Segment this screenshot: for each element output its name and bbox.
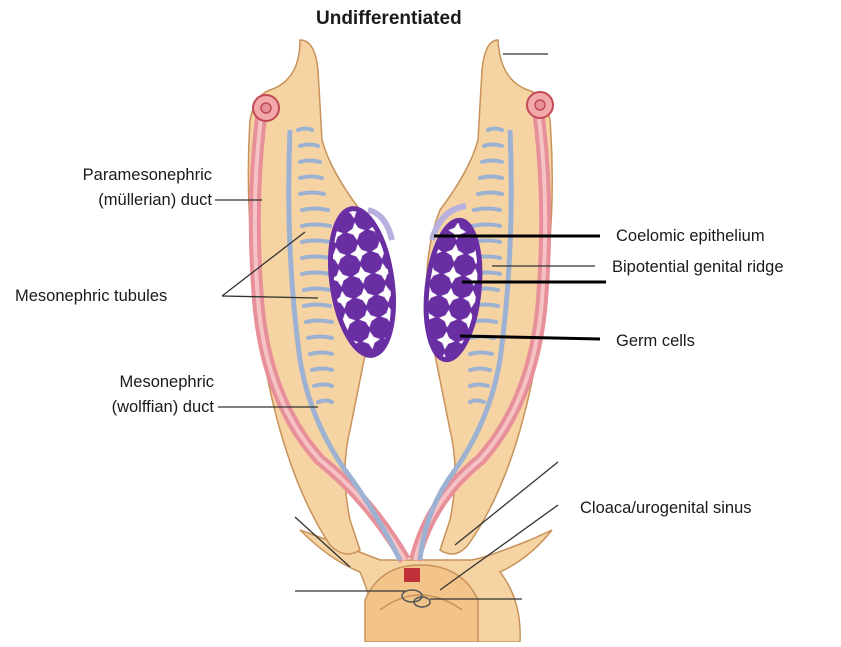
- label-cloaca: Cloaca/urogenital sinus: [580, 498, 752, 518]
- label-paramesonephric-line1: Paramesonephric: [20, 165, 212, 185]
- label-paramesonephric-line2: (müllerian) duct: [20, 190, 212, 210]
- label-germ-cells: Germ cells: [616, 331, 695, 351]
- label-mesonephric-duct-line2: (wolffian) duct: [20, 397, 214, 417]
- label-coelomic-epithelium: Coelomic epithelium: [616, 226, 765, 246]
- label-mesonephric-tubules: Mesonephric tubules: [15, 286, 167, 306]
- label-genital-ridge: Bipotential genital ridge: [612, 257, 784, 277]
- label-mesonephric-duct-line1: Mesonephric: [20, 372, 214, 392]
- diagram-title: Undifferentiated: [316, 8, 462, 30]
